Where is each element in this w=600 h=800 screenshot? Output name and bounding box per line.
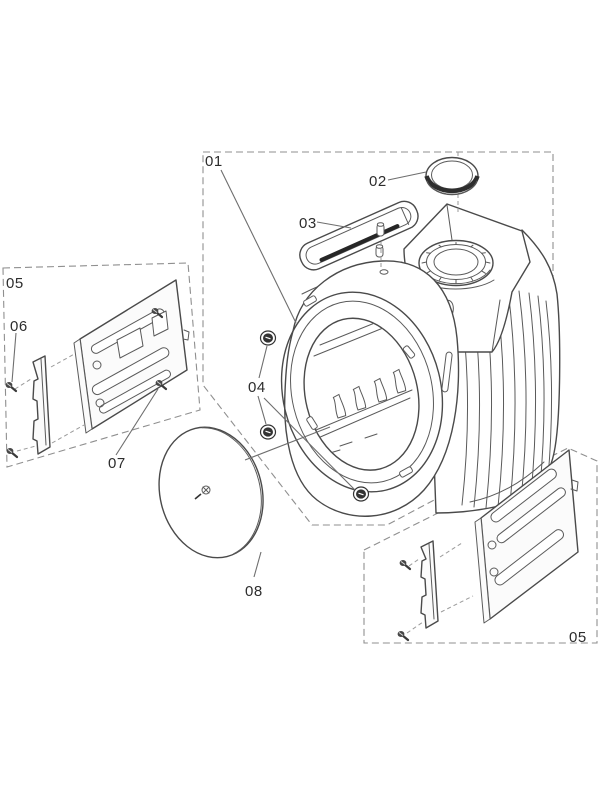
bracket-plate-right [474, 449, 579, 624]
part-label-05-left: 05 [6, 275, 24, 292]
bracket-plate-left [73, 279, 190, 434]
flange-clip-tabs [303, 295, 416, 478]
handle-mount-pins [375, 222, 389, 275]
boundary-box-05-left [2, 262, 201, 468]
screw-right-top [398, 558, 412, 571]
screw-right-bottom [396, 629, 410, 642]
leader-04-middle [257, 395, 267, 425]
tub-ribs [459, 289, 553, 509]
part-label-08: 08 [245, 583, 263, 600]
part-label-07: 07 [108, 455, 126, 472]
left-projection-lines [14, 351, 85, 452]
leader-08 [253, 551, 262, 578]
part-labels: 01 02 03 04 05 05 06 07 08 [6, 153, 587, 646]
leader-lines [11, 169, 427, 578]
tub-rear-ribbed-body [429, 229, 561, 514]
leader-07 [115, 388, 159, 456]
cover-disc [158, 426, 264, 559]
leader-01 [220, 169, 297, 324]
handle-grip-stripe [319, 224, 400, 262]
screw-left-top [4, 380, 18, 393]
part-label-04: 04 [248, 379, 266, 396]
mount-strip-left [32, 355, 51, 455]
nut-top [259, 330, 277, 346]
collar-notches [421, 242, 491, 284]
clamp-ring [424, 152, 480, 213]
leader-03 [316, 221, 352, 229]
part-label-05-right: 05 [569, 629, 587, 646]
leader-04-top [258, 345, 268, 379]
tub-front-flange [280, 260, 460, 517]
leader-02 [387, 171, 427, 181]
leader-06 [11, 332, 17, 383]
right-projection-lines [406, 542, 474, 634]
bracket-group-left [4, 279, 190, 459]
nut-middle [259, 424, 277, 440]
mount-strip-right [420, 540, 439, 629]
bracket-group-right [396, 449, 579, 642]
top-handle-rail [299, 200, 419, 275]
assembly-line [244, 426, 331, 461]
ring-band [424, 175, 480, 194]
tub-side-slot [441, 351, 453, 393]
leader-04-bottom [263, 397, 356, 491]
part-label-01: 01 [205, 153, 223, 170]
part-label-03: 03 [299, 215, 317, 232]
nut-bottom [352, 486, 370, 502]
screw-left-bottom [5, 446, 19, 459]
part-label-06: 06 [10, 318, 28, 335]
part-label-02: 02 [369, 173, 387, 190]
disc-center-screw [194, 485, 211, 500]
